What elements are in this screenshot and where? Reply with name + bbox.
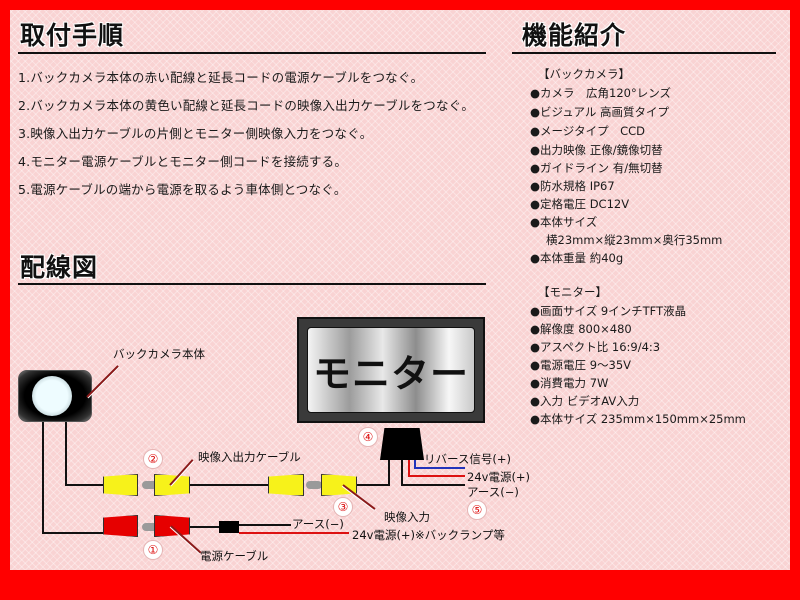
monitor-video-wire (357, 484, 390, 486)
install-step-4: 4.モニター電源ケーブルとモニター側コードを接続する。 (18, 154, 348, 169)
yellow-rca-connector (268, 474, 304, 496)
monitor-spec-item: ●消費電力 7W (530, 376, 609, 390)
install-step-5: 5.電源ケーブルの端から電源を取るよう車体側とつなぐ。 (18, 182, 347, 197)
monitor-spec-item: ●電源電圧 9～35V (530, 358, 632, 372)
features-title-rule (512, 52, 776, 54)
monitor-spec-item: ●入力 ビデオAV入力 (530, 394, 640, 408)
marker-4: ④ (358, 427, 378, 447)
camera-spec-item: ●メージタイプ CCD (530, 124, 645, 138)
monitor-ground-wire (401, 460, 403, 486)
install-title: 取付手順 (20, 21, 125, 50)
camera-red-wire (42, 422, 44, 534)
monitor-video-wire (388, 458, 390, 486)
install-step-1: 1.バックカメラ本体の赤い配線と延長コードの電源ケーブルをつなぐ。 (18, 70, 424, 85)
inline-junction-block (219, 521, 239, 533)
camera-spec-item: ●本体重量 約40g (530, 251, 624, 265)
monitor-label: モニター (312, 351, 469, 396)
power-cable-label: 電源ケーブル (200, 549, 269, 563)
camera-icon (18, 370, 92, 422)
red-rca-connector (103, 515, 138, 537)
monitor-spec-item: ●解像度 800×480 (530, 322, 632, 336)
monitor-spec-heading: 【モニター】 (538, 285, 607, 299)
reverse-signal-label: リバース信号(+) (424, 452, 512, 466)
marker-2: ② (143, 449, 163, 469)
camera-body-label: バックカメラ本体 (113, 347, 205, 361)
ground-label: アース(−) (467, 485, 519, 499)
monitor-spec-item: ●本体サイズ 235mm×150mm×25mm (530, 412, 746, 426)
camera-yellow-wire (65, 422, 67, 486)
ground-left-label: アース(−) (292, 517, 344, 531)
camera-spec-item: ●本体サイズ (530, 215, 598, 229)
features-title: 機能紹介 (522, 21, 627, 50)
rca-pin (142, 523, 158, 531)
camera-spec-item: ●定格電圧 DC12V (530, 197, 630, 211)
monitor-spec-item: ●画面サイズ 9インチTFT液晶 (530, 304, 687, 318)
power-backlamp-label: 24v電源(+)※バックランプ等 (352, 528, 505, 542)
yellow-rca-connector (154, 474, 190, 496)
marker-1: ① (143, 540, 163, 560)
power-24v-label: 24v電源(+) (467, 470, 531, 484)
monitor-connector-block (380, 428, 424, 460)
monitor-power-wire (408, 460, 410, 477)
camera-spec-item: ●ビジュアル 高画質タイプ (530, 105, 670, 119)
wiring-title-rule (18, 283, 486, 285)
power-cable-wire (190, 526, 220, 528)
camera-spec-item: ●カメラ 広角120°レンズ (530, 86, 672, 100)
camera-red-wire (42, 532, 104, 534)
camera-lens-icon (32, 376, 72, 416)
ground-wire (239, 524, 291, 526)
monitor-screen: モニター (307, 327, 475, 413)
content-panel (10, 10, 790, 570)
video-cable-label: 映像入出力ケーブル (198, 450, 301, 464)
wiring-title: 配線図 (20, 253, 99, 282)
install-step-2: 2.バックカメラ本体の黄色い配線と延長コードの映像入出力ケーブルをつなぐ。 (18, 98, 475, 113)
monitor-power-wire (408, 475, 465, 477)
camera-spec-item: ●ガイドライン 有/無切替 (530, 161, 663, 175)
rca-pin (142, 481, 158, 489)
power-24v-wire (239, 532, 349, 534)
rca-pin (306, 481, 322, 489)
marker-3: ③ (333, 497, 353, 517)
monitor-reverse-wire (414, 460, 416, 469)
video-input-label: 映像入力 (384, 510, 430, 524)
monitor-spec-item: ●アスペクト比 16:9/4:3 (530, 340, 661, 354)
monitor-ground-wire (401, 484, 465, 486)
install-title-rule (18, 52, 486, 54)
camera-spec-item: ●出力映像 正像/鏡像切替 (530, 143, 663, 157)
camera-yellow-wire (65, 484, 104, 486)
monitor-icon: モニター (297, 317, 485, 423)
monitor-reverse-wire (414, 467, 465, 469)
video-cable-wire (190, 484, 269, 486)
yellow-rca-connector (103, 474, 138, 496)
marker-5: ⑤ (467, 500, 487, 520)
camera-spec-item: ●防水規格 IP67 (530, 179, 615, 193)
install-step-3: 3.映像入出力ケーブルの片側とモニター側映像入力をつなぐ。 (18, 126, 373, 141)
camera-spec-heading: 【バックカメラ】 (538, 67, 630, 81)
camera-spec-item: 横23mm×縦23mm×奥行35mm (546, 233, 723, 247)
